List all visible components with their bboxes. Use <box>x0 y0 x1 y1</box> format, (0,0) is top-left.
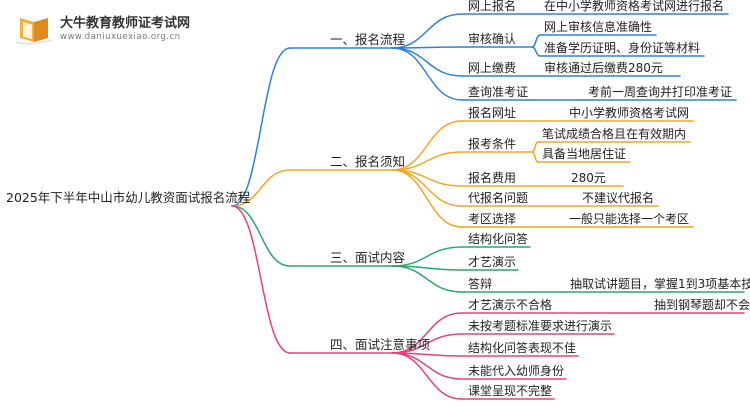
connector-branch-to-item <box>391 169 463 207</box>
connector-item-to-detail <box>531 151 539 163</box>
item-label: 课堂呈现不完整 <box>468 384 553 398</box>
connector-branch-to-item <box>391 47 463 101</box>
detail-label: 审核通过后缴费280元 <box>544 61 663 75</box>
item-label: 未能代入幼师身份 <box>468 364 565 378</box>
connector-branch-to-item <box>391 47 463 77</box>
item-label: 查询准考证 <box>468 85 529 99</box>
connector-branch-to-item <box>391 169 463 228</box>
connector-branch-to-item <box>391 265 463 293</box>
connector-branch-to-item <box>391 151 463 171</box>
item-label: 结构化问答 <box>468 232 529 246</box>
connector-item-to-detail <box>531 141 539 153</box>
item-label: 网上报名 <box>468 0 517 13</box>
detail-label: 280元 <box>571 171 606 185</box>
item-label: 审核确认 <box>468 32 517 46</box>
detail-label: 在中小学教师资格考试网进行报名 <box>544 0 725 13</box>
connector-branch-to-item <box>391 13 463 49</box>
site-title: 大牛教育教师证考试网 <box>60 16 191 31</box>
item-label: 答辩 <box>468 277 493 291</box>
branch-label: 一、报名流程 <box>330 32 406 47</box>
detail-label: 不建议代报名 <box>582 191 655 205</box>
detail-label: 一般只能选择一个考区 <box>569 212 690 226</box>
item-label: 才艺演示 <box>468 255 517 269</box>
book-logo-icon <box>15 18 53 45</box>
connector-item-to-detail <box>531 34 541 48</box>
branch-label: 二、报名须知 <box>330 154 406 169</box>
item-label: 报名费用 <box>468 171 517 185</box>
mindmap-connectors <box>231 13 745 400</box>
item-label: 结构化问答表现不佳 <box>468 341 577 355</box>
branch-label: 四、面试注意事项 <box>330 337 431 352</box>
item-label: 代报名问题 <box>468 191 529 205</box>
item-label: 网上缴费 <box>468 61 517 75</box>
detail-label: 具备当地居住证 <box>542 147 627 161</box>
item-label: 未按考题标准要求进行演示 <box>468 319 613 333</box>
item-label: 报名网址 <box>468 106 517 120</box>
connector-root-to-branch <box>231 205 291 267</box>
branch-label: 三、面试内容 <box>330 250 406 265</box>
item-label: 考区选择 <box>468 212 517 226</box>
detail-label: 中小学教师资格考试网 <box>569 106 690 120</box>
connector-item-to-detail <box>531 46 541 57</box>
connector-root-to-branch <box>231 47 291 207</box>
site-url: www.daniuxuexiao.org.cn <box>60 32 181 42</box>
detail-label: 笔试成绩合格且在有效期内 <box>542 127 687 141</box>
connector-root-to-branch <box>231 169 291 207</box>
detail-label: 抽取试讲题目，掌握1到3项基本技能 <box>570 277 750 291</box>
detail-label: 准备学历证明、身份证等材料 <box>544 41 701 55</box>
item-label: 报考条件 <box>468 137 517 151</box>
connector-branch-to-item <box>391 352 463 400</box>
detail-label: 网上审核信息准确性 <box>544 20 653 34</box>
mindmap-root: 2025年下半年中山市幼儿教资面试报名流程 <box>6 190 251 205</box>
connector-branch-to-item <box>391 312 463 354</box>
item-label: 才艺演示不合格 <box>468 298 553 312</box>
detail-label: 考前一周查询并打印准考证 <box>588 85 733 99</box>
connector-root-to-branch <box>231 205 291 354</box>
detail-label: 抽到钢琴题却不会弹琴 <box>654 298 750 312</box>
connector-branch-to-item <box>391 120 463 171</box>
site-logo: 大牛教育教师证考试网 www.daniuxuexiao.org.cn <box>14 8 234 48</box>
